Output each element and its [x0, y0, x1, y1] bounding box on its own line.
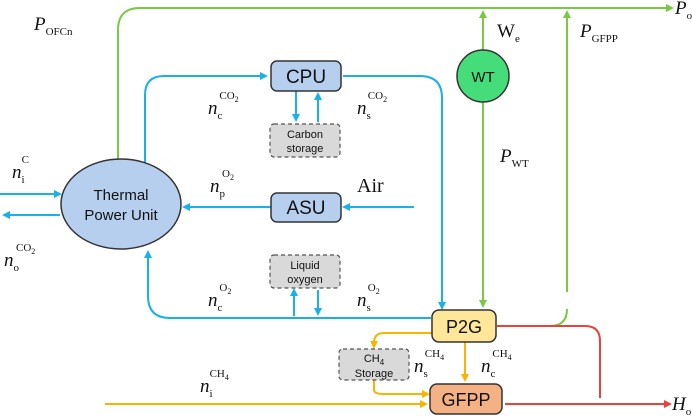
- thermal-label-2: Power Unit: [84, 207, 158, 224]
- ch4-storage-label-1: CH4: [364, 353, 385, 367]
- label-n-c-o2: ncO2: [208, 282, 231, 314]
- label-n-c-ch4: ncCH4: [481, 348, 512, 380]
- power-line-p2g-right: [497, 308, 568, 327]
- gfpp-node[interactable]: GFPP: [429, 383, 503, 415]
- heat-line-p2g: [497, 325, 601, 398]
- line-thermal-to-cpu: [144, 72, 268, 172]
- label-p-ofcn: POFCn: [33, 14, 73, 38]
- label-n-p-o2: npO2: [210, 168, 234, 200]
- power-line-thermal: [117, 4, 674, 175]
- p2g-label: P2G: [446, 317, 482, 337]
- wt-label: WT: [471, 69, 494, 86]
- label-p-o: Po: [674, 0, 692, 22]
- cpu-label: CPU: [286, 67, 326, 88]
- ch4-storage-label-2: Storage: [355, 368, 394, 380]
- variable-labels: POFCn Po We PGFPP PWT Air Ho niC noCO2 n…: [4, 0, 692, 416]
- ch4-p2g-to-storage: [370, 332, 432, 349]
- label-n-o-co2: noCO2: [4, 242, 35, 274]
- label-p-gfpp: PGFPP: [579, 21, 618, 45]
- cpu-node[interactable]: CPU: [270, 60, 342, 92]
- liquid-oxygen-label-2: oxygen: [287, 274, 322, 286]
- label-n-i-ch4: niCH4: [200, 368, 229, 400]
- label-n-i-c: niC: [12, 154, 29, 186]
- asu-label: ASU: [286, 198, 325, 219]
- label-n-s-co2: nsCO2: [357, 90, 387, 122]
- line-cpu-to-p2g: [343, 75, 446, 310]
- label-w-e: We: [497, 21, 520, 45]
- label-air: Air: [357, 175, 384, 197]
- line-p2g-to-thermal: [144, 250, 431, 319]
- ch4-storage-node[interactable]: CH4 Storage: [338, 348, 410, 381]
- heat-lines: [497, 325, 672, 408]
- wt-node[interactable]: WT: [456, 49, 510, 103]
- label-p-wt: PWT: [499, 146, 529, 170]
- power-lines: [117, 4, 674, 327]
- thermal-label-1: Thermal: [93, 187, 148, 204]
- ch4-lines: [105, 332, 469, 408]
- thermal-power-unit-node[interactable]: Thermal Power Unit: [60, 158, 182, 250]
- carbon-storage-label-2: storage: [287, 143, 324, 155]
- ch4-storage-to-gfpp: [373, 380, 430, 398]
- co2-o2-lines: [0, 72, 446, 319]
- gfpp-label: GFPP: [441, 390, 490, 410]
- label-n-s-o2: nsO2: [357, 282, 380, 314]
- label-n-c-co2: ncCO2: [208, 90, 239, 122]
- asu-node[interactable]: ASU: [270, 192, 342, 223]
- label-n-s-ch4: nsCH4: [414, 348, 444, 380]
- carbon-storage-label-1: Carbon: [287, 129, 323, 141]
- liquid-oxygen-node[interactable]: Liquid oxygen: [269, 254, 341, 289]
- label-h-o: Ho: [671, 394, 692, 416]
- carbon-storage-node[interactable]: Carbon storage: [269, 123, 341, 158]
- p2g-node[interactable]: P2G: [431, 309, 497, 343]
- liquid-oxygen-label-1: Liquid: [290, 260, 319, 272]
